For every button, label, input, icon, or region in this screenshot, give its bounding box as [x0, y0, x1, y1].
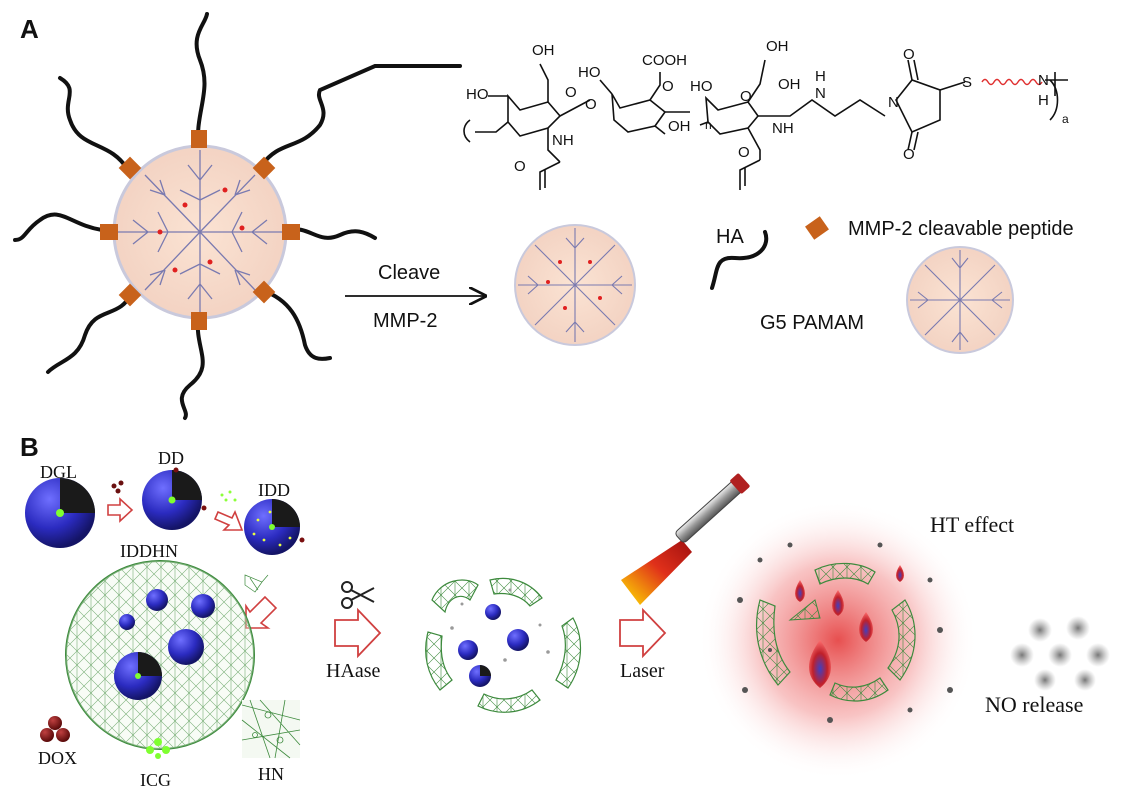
hn-fragment-small	[244, 574, 269, 593]
hn-icon	[241, 699, 301, 759]
chem-oh-1: OH	[532, 42, 555, 59]
scissors-icon	[341, 581, 375, 609]
chem-n-end: N	[1038, 72, 1049, 89]
chem-n-amine: N	[815, 85, 826, 102]
ht-glow	[698, 500, 978, 780]
mmp2-label: MMP-2	[373, 310, 438, 332]
chem-o-6: O	[738, 144, 750, 161]
panel-label-a: A	[20, 14, 39, 44]
dd-label: DD	[158, 448, 184, 468]
chem-o-8: O	[903, 146, 915, 163]
chem-o-3: O	[662, 78, 674, 95]
chem-o-2: O	[585, 96, 597, 113]
chem-ho-3: HO	[690, 78, 713, 95]
peptide-legend-label: MMP-2 cleavable peptide	[848, 218, 1074, 240]
step-arrow-1	[107, 497, 134, 523]
haase-arrow	[334, 607, 382, 659]
dox-cluster-small	[111, 480, 124, 494]
no-particles-glow	[737, 542, 953, 723]
ha-legend-icon	[710, 230, 769, 290]
chem-n-subscript: n	[705, 118, 712, 132]
chem-s: S	[962, 74, 973, 91]
no-release-cloud	[1010, 616, 1110, 691]
pamam-legend-icon	[906, 246, 1014, 354]
ha-chains	[13, 12, 462, 420]
iddhn-label: IDDHN	[120, 541, 178, 561]
icg-label: ICG	[140, 770, 171, 790]
idd-label: IDD	[258, 480, 290, 500]
cleaved-core	[514, 224, 636, 346]
chem-h-end: H	[1038, 92, 1049, 109]
ha-chemical-structure	[463, 59, 1068, 190]
chem-oh-2: OH	[766, 38, 789, 55]
chem-o-4: O	[740, 88, 752, 105]
chem-cooh: COOH	[642, 52, 687, 69]
wavy-linker	[981, 78, 1043, 86]
chem-o-7: O	[903, 46, 915, 63]
pamam-legend-label: G5 PAMAM	[760, 312, 865, 334]
dgl-label: DGL	[40, 462, 77, 482]
chem-o-5: O	[514, 158, 526, 175]
laser-beam	[621, 540, 692, 605]
chem-oh-4: OH	[668, 118, 691, 135]
dd-sphere	[142, 467, 207, 530]
chem-nh-1: NH	[552, 132, 574, 149]
step-arrow-3	[245, 595, 278, 629]
ht-effect-label: HT effect	[930, 512, 1015, 537]
ht-fragments	[755, 562, 916, 702]
chem-ho-2: HO	[466, 86, 489, 103]
idd-sphere	[244, 499, 305, 555]
chem-oh-3: OH	[778, 76, 801, 93]
icg-icon	[146, 738, 170, 759]
icg-scatter-small	[220, 490, 237, 502]
iddhn-nanoparticle	[65, 560, 255, 750]
dox-label: DOX	[38, 748, 77, 768]
laser-label: Laser	[620, 660, 665, 682]
laser-arrow	[619, 607, 667, 659]
haase-label: HAase	[326, 660, 381, 682]
dgl-sphere	[25, 478, 95, 548]
chem-ho-1: HO	[578, 64, 601, 81]
hn-label: HN	[258, 764, 284, 784]
cleave-label: Cleave	[378, 262, 441, 284]
ha-legend-label: HA	[716, 226, 744, 248]
no-release-label: NO release	[985, 692, 1084, 717]
chem-o-1: O	[565, 84, 577, 101]
dox-icon	[40, 716, 70, 742]
chem-n-imide: N	[888, 94, 899, 111]
peptide-legend-icon	[805, 216, 829, 240]
step-arrow-2	[213, 510, 244, 531]
fragmented-iddhn	[425, 577, 582, 713]
chem-nh-2: NH	[772, 120, 794, 137]
laser-pointer-icon	[675, 473, 750, 543]
chem-a-subscript: a	[1062, 112, 1069, 126]
chem-h-amine: H	[815, 68, 826, 85]
panel-label-b: B	[20, 432, 39, 462]
